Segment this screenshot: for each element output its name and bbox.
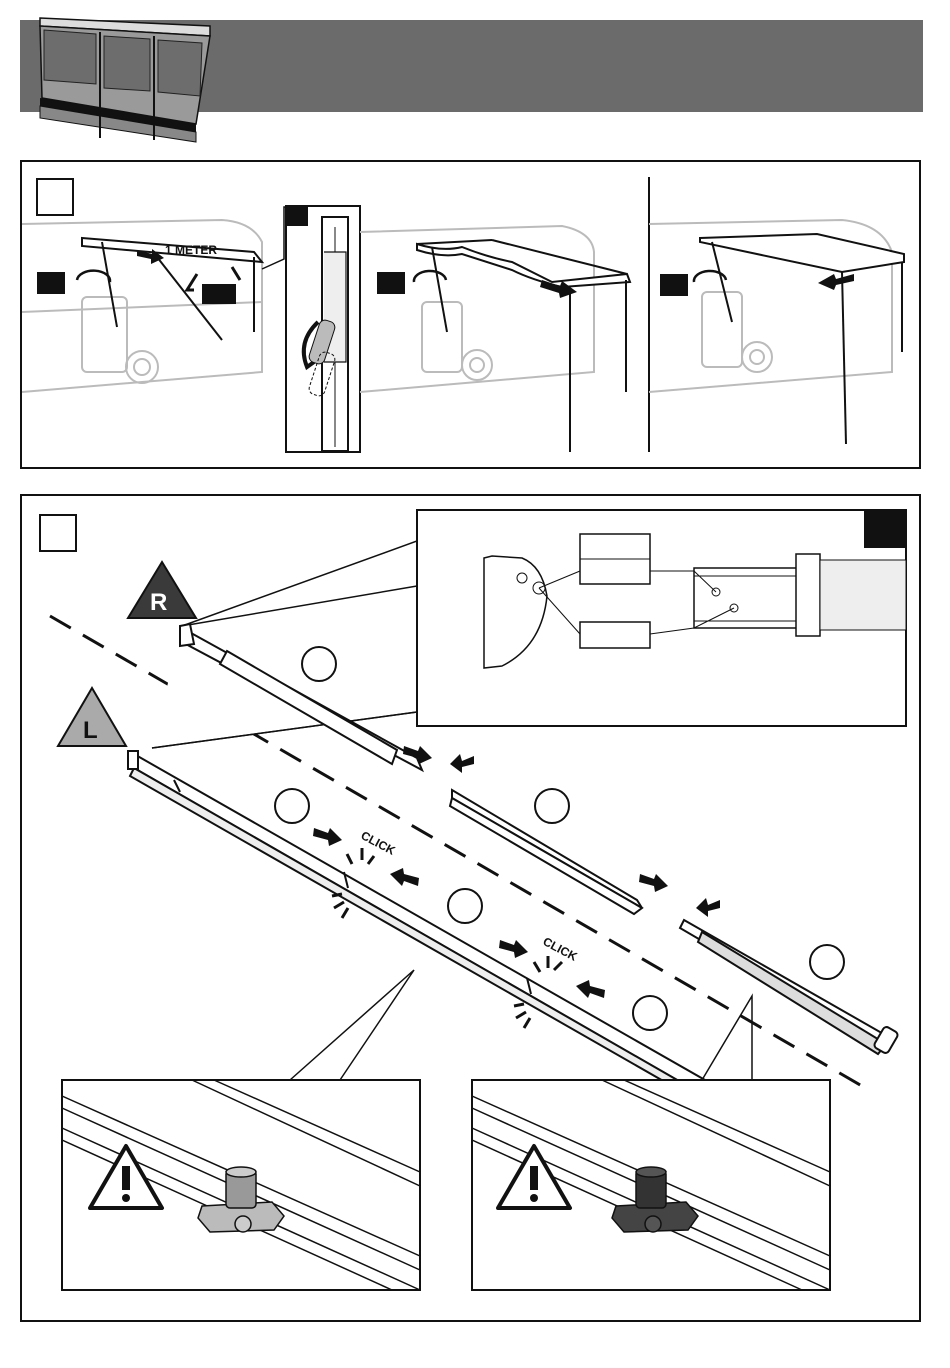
arrow-icon xyxy=(696,898,720,917)
right-side-label: R xyxy=(150,589,167,616)
step-b-illustration: R L xyxy=(22,496,919,1320)
part-number-circle xyxy=(275,789,309,823)
arrow-icon xyxy=(232,267,240,280)
arrow-icon xyxy=(576,980,605,998)
step-a-illustration: 1 METER xyxy=(22,162,919,467)
part-number-circle xyxy=(448,889,482,923)
left-side-label: L xyxy=(83,717,98,744)
part-number-circle xyxy=(810,945,844,979)
arrow-icon xyxy=(499,940,528,958)
part-number-circle xyxy=(633,996,667,1030)
awning-scene-3 xyxy=(700,234,904,444)
arrow-icon xyxy=(450,754,474,773)
crank-rotate-icon xyxy=(414,271,446,282)
awning-tube-end xyxy=(680,920,899,1054)
awning-room-icon xyxy=(20,6,220,146)
step-a-panel: 1 METER xyxy=(20,160,921,469)
label-box xyxy=(286,206,308,226)
arrow-icon xyxy=(639,874,668,892)
caravan-scene-2 xyxy=(360,226,594,392)
part-label-box xyxy=(580,622,650,648)
part-number-circle xyxy=(302,647,336,681)
step-b-panel: R L xyxy=(20,494,921,1322)
label-box xyxy=(202,284,236,304)
arrow-icon xyxy=(818,274,854,290)
measure-label: 1 METER xyxy=(165,243,217,257)
click-label-2: CLICK xyxy=(541,934,580,964)
arrow-icon xyxy=(390,868,419,886)
label-box xyxy=(377,272,405,294)
label-box xyxy=(864,510,906,548)
click-label-1: CLICK xyxy=(359,828,398,858)
awning-tube-left xyxy=(128,751,727,1108)
arrow-icon xyxy=(313,828,342,846)
part-number-circle xyxy=(535,789,569,823)
awning-scene-2 xyxy=(417,240,630,452)
label-box xyxy=(37,272,65,294)
arrow-icon xyxy=(187,274,197,290)
crank-rotate-icon xyxy=(77,271,110,282)
label-box xyxy=(660,274,688,296)
